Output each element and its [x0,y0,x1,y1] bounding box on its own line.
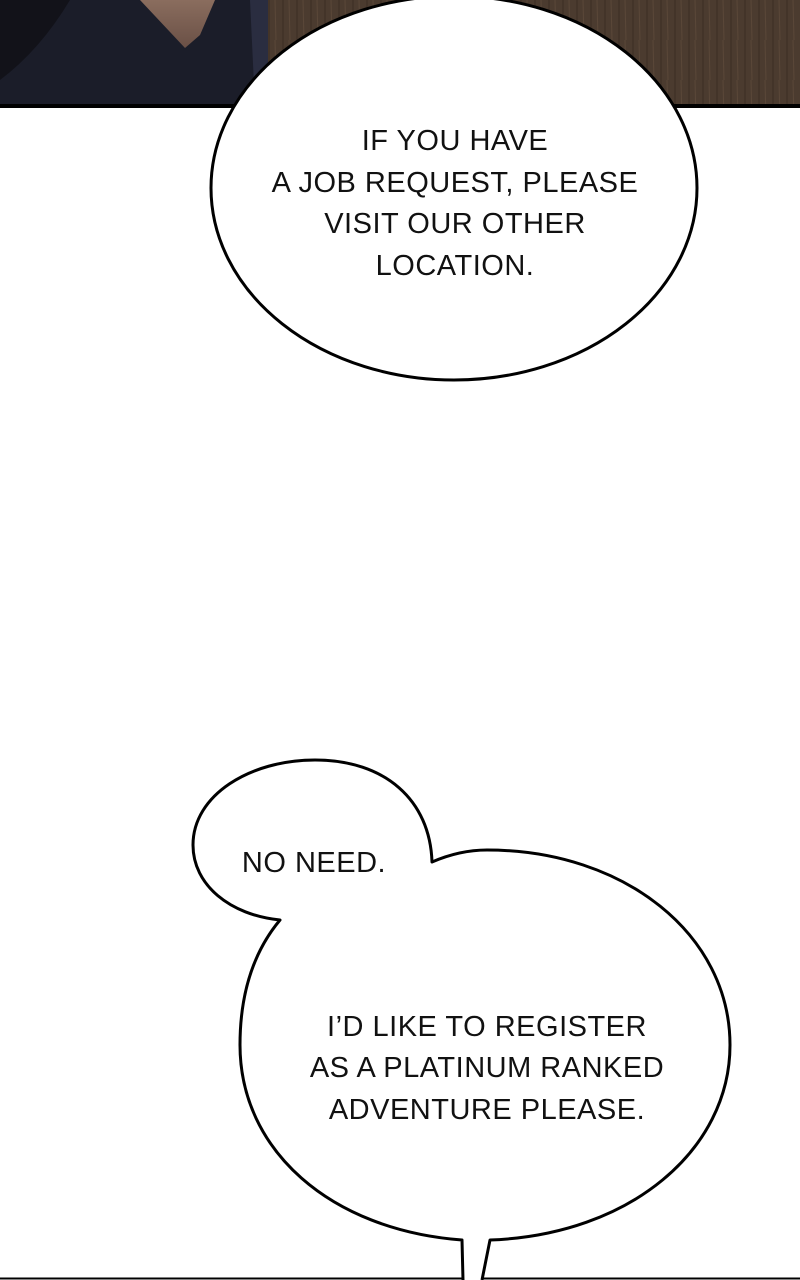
character-neck [140,0,215,48]
bubble-text-line: IF YOU HAVE [362,125,549,157]
speech-bubble-top: IF YOU HAVE A JOB REQUEST, PLEASE VISIT … [209,0,699,382]
speech-bubble-bottom: NO NEED. I’D LIKE TO REGISTER AS A PLATI… [191,758,732,1280]
bubble-text-line: ADVENTURE PLEASE. [329,1094,645,1126]
bubble-outline [209,0,699,382]
bubble-outline [191,758,732,1280]
bubble-text-line: AS A PLATINUM RANKED [310,1052,664,1084]
bubble-text-line: I’D LIKE TO REGISTER [327,1011,647,1043]
bubble-text-line: VISIT OUR OTHER [324,208,586,240]
bubble-text-line: A JOB REQUEST, PLEASE [272,167,639,199]
bubble-text-line: NO NEED. [242,847,386,879]
character-hair-shadow [0,0,70,80]
bubble-text-line: LOCATION. [376,250,535,282]
